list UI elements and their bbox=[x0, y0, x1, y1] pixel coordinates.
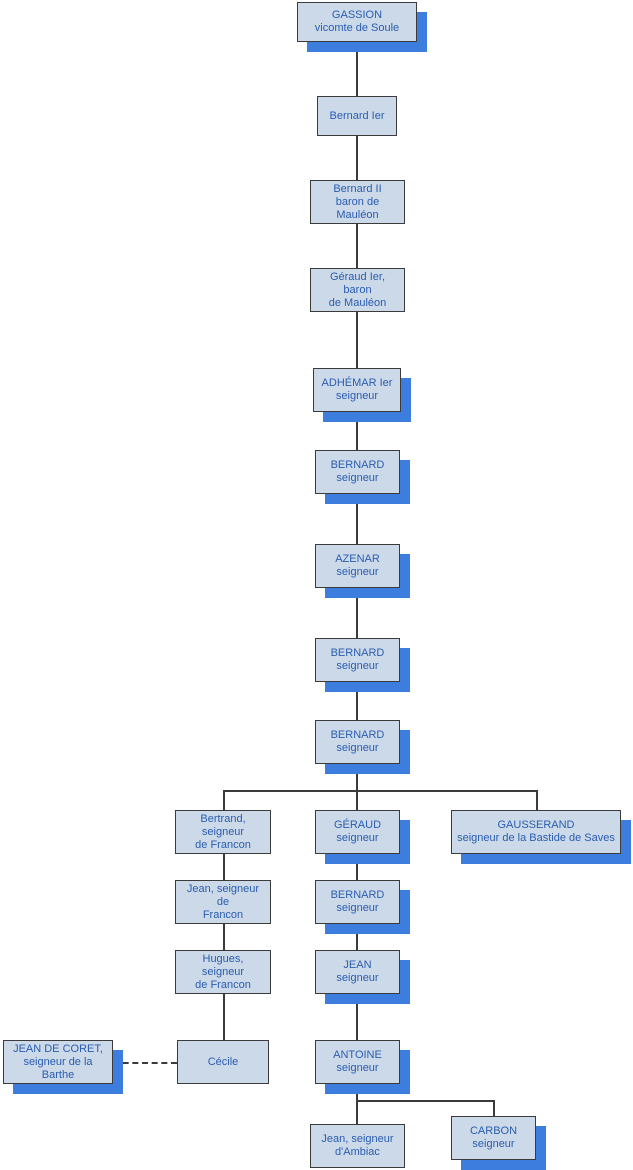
node-label: ADHÉMAR Ier seigneur bbox=[321, 377, 393, 402]
node-jean-ambiac[interactable]: Jean, seigneur d'Ambiac bbox=[310, 1124, 405, 1168]
connector-marriage-coret-cecile bbox=[113, 1062, 177, 1064]
node-label: Hugues, seigneur de Francon bbox=[195, 952, 251, 991]
node-gausserand[interactable]: GAUSSERAND seigneur de la Bastide de Sav… bbox=[451, 810, 621, 854]
node-gassion[interactable]: GASSION vicomte de Soule bbox=[297, 2, 417, 42]
connector-adhemar-to-bernard1 bbox=[356, 412, 358, 450]
node-label: Bertrand, seigneur de Francon bbox=[195, 812, 251, 851]
node-jean-seigneur[interactable]: JEAN seigneur bbox=[315, 950, 400, 994]
connector-sibling-bar bbox=[223, 790, 536, 792]
connector-bottom-bar bbox=[356, 1100, 494, 1102]
node-label: JEAN DE CORET, seigneur de la Barthe bbox=[13, 1042, 103, 1081]
connector-bernard1-to-azenar bbox=[356, 494, 358, 544]
node-label: Géraud Ier, baron de Mauléon bbox=[328, 270, 387, 309]
connector-drop-bertrand bbox=[223, 790, 225, 810]
connector-jean-to-hugues bbox=[223, 924, 225, 950]
node-azenar[interactable]: AZENAR seigneur bbox=[315, 544, 400, 588]
node-jean-de-coret[interactable]: JEAN DE CORET, seigneur de la Barthe bbox=[3, 1040, 113, 1084]
node-label: Bernard II baron de Mauléon bbox=[333, 182, 382, 221]
node-hugues[interactable]: Hugues, seigneur de Francon bbox=[175, 950, 271, 994]
node-label: GAUSSERAND seigneur de la Bastide de Sav… bbox=[457, 819, 615, 844]
node-label: Cécile bbox=[207, 1055, 239, 1068]
node-geraud-seign[interactable]: GÉRAUD seigneur bbox=[315, 810, 400, 854]
node-label: Bernard Ier bbox=[329, 109, 385, 122]
connector-bernard4-to-jean bbox=[356, 924, 358, 950]
node-antoine[interactable]: ANTOINE seigneur bbox=[315, 1040, 400, 1084]
connector-ii-to-geraud bbox=[356, 224, 358, 268]
node-label: ANTOINE seigneur bbox=[333, 1049, 382, 1074]
node-jean-francon[interactable]: Jean, seigneur de Francon bbox=[175, 880, 271, 924]
node-label: CARBON seigneur bbox=[469, 1125, 518, 1150]
connector-gassion-to-bernard-ier bbox=[356, 42, 358, 96]
node-label: Jean, seigneur d'Ambiac bbox=[321, 1133, 394, 1158]
connector-bernard3-down bbox=[356, 764, 358, 810]
connector-bernard-ier-to-ii bbox=[356, 136, 358, 180]
node-cecile[interactable]: Cécile bbox=[177, 1040, 269, 1084]
node-adhemar-ier[interactable]: ADHÉMAR Ier seigneur bbox=[313, 368, 401, 412]
node-label: Jean, seigneur de Francon bbox=[186, 882, 260, 921]
node-bertrand[interactable]: Bertrand, seigneur de Francon bbox=[175, 810, 271, 854]
node-label: BERNARD seigneur bbox=[330, 889, 385, 914]
node-label: BERNARD seigneur bbox=[330, 459, 385, 484]
node-geraud-ier[interactable]: Géraud Ier, baron de Mauléon bbox=[310, 268, 405, 312]
node-bernard-ier[interactable]: Bernard Ier bbox=[317, 96, 397, 136]
node-label: JEAN seigneur bbox=[336, 959, 379, 984]
node-label: BERNARD seigneur bbox=[330, 647, 385, 672]
node-label: AZENAR seigneur bbox=[335, 553, 380, 578]
connector-jean-to-antoine bbox=[356, 994, 358, 1040]
node-bernard-3[interactable]: BERNARD seigneur bbox=[315, 720, 400, 764]
node-label: BERNARD seigneur bbox=[330, 729, 385, 754]
node-label: GÉRAUD seigneur bbox=[333, 819, 382, 844]
connector-antoine-down bbox=[356, 1084, 358, 1124]
connector-bertrand-to-jean bbox=[223, 854, 225, 880]
node-bernard-ii[interactable]: Bernard II baron de Mauléon bbox=[310, 180, 405, 224]
connector-azenar-to-bernard2 bbox=[356, 588, 358, 638]
node-label: GASSION vicomte de Soule bbox=[314, 9, 400, 34]
connector-drop-carbon bbox=[493, 1100, 495, 1116]
node-bernard-1[interactable]: BERNARD seigneur bbox=[315, 450, 400, 494]
node-bernard-2[interactable]: BERNARD seigneur bbox=[315, 638, 400, 682]
connector-hugues-to-cecile bbox=[223, 994, 225, 1040]
connector-geraud-to-bernard4 bbox=[356, 854, 358, 880]
node-bernard-4[interactable]: BERNARD seigneur bbox=[315, 880, 400, 924]
connector-bernard2-to-bernard3 bbox=[356, 682, 358, 720]
connector-geraud-to-adhemar bbox=[356, 312, 358, 368]
connector-drop-gausserand bbox=[536, 790, 538, 810]
node-carbon[interactable]: CARBON seigneur bbox=[451, 1116, 536, 1160]
